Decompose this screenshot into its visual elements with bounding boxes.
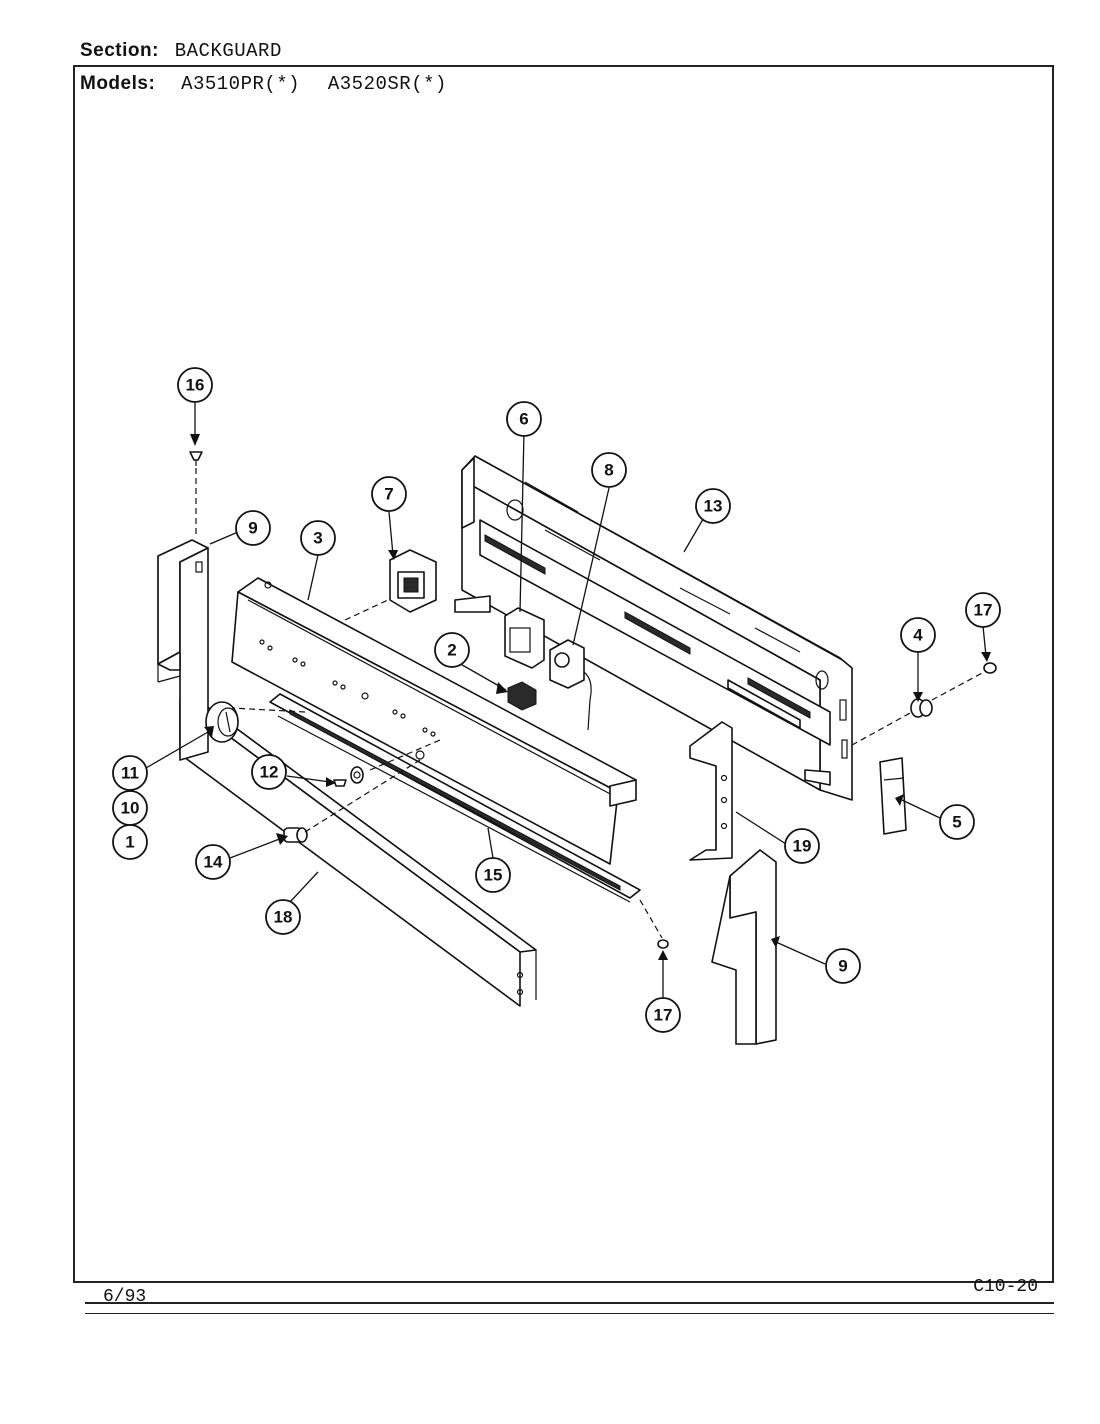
callout-17-top: 17 <box>965 592 1001 628</box>
footer-border <box>85 1313 1054 1314</box>
callout-13: 13 <box>695 488 731 524</box>
callout-9-right-label: 9 <box>838 957 847 976</box>
callout-7: 7 <box>371 476 407 512</box>
callout-15: 15 <box>475 857 511 893</box>
callout-6-label: 6 <box>519 410 528 429</box>
callout-17-top-label: 17 <box>974 601 993 620</box>
callout-1: 1 <box>112 824 148 860</box>
section-label: Section: <box>80 40 159 61</box>
callout-12: 12 <box>251 754 287 790</box>
callout-11-label: 11 <box>121 764 139 783</box>
hardware <box>189 451 997 949</box>
callout-2-label: 2 <box>447 641 456 660</box>
callout-11: 11 <box>112 755 148 791</box>
part-19-bracket <box>689 721 733 861</box>
diagram-frame <box>73 65 1054 1283</box>
callout-1-label: 1 <box>125 833 134 852</box>
callout-4: 4 <box>900 617 936 653</box>
callout-4-label: 4 <box>913 626 923 645</box>
callout-19: 19 <box>784 828 820 864</box>
callout-8-label: 8 <box>604 461 613 480</box>
part-8-module <box>549 639 592 731</box>
callout-9-left-label: 9 <box>248 519 257 538</box>
page-code: C10-20 <box>973 1277 1038 1297</box>
part-6-relay <box>504 607 545 669</box>
callout-12-label: 12 <box>260 763 279 782</box>
section-value: BACKGUARD <box>174 40 282 62</box>
part-15-trim-rail <box>269 693 641 903</box>
section-heading: Section: BACKGUARD <box>80 40 282 62</box>
callout-5-label: 5 <box>952 813 961 832</box>
callout-7-label: 7 <box>384 485 393 504</box>
callout-3-label: 3 <box>313 529 322 548</box>
callout-17-bottom: 17 <box>645 997 681 1033</box>
callout-16: 16 <box>177 367 213 403</box>
callout-9-left: 9 <box>235 510 271 546</box>
part-11-knob <box>205 701 239 743</box>
callout-2: 2 <box>434 632 470 668</box>
callout-8: 8 <box>591 452 627 488</box>
callout-18: 18 <box>265 899 301 935</box>
callout-18-label: 18 <box>274 908 293 927</box>
part-4-socket <box>910 698 933 718</box>
part-2-switch <box>507 681 537 711</box>
model-number-2: A3520SR(*) <box>327 73 447 95</box>
callout-16-label: 16 <box>186 376 205 395</box>
model-number-1: A3510PR(*) <box>181 73 301 95</box>
callout-10-label: 10 <box>121 799 140 818</box>
callout-15-label: 15 <box>484 866 503 885</box>
part-7-switch <box>389 549 437 613</box>
models-label: Models: <box>80 73 156 94</box>
part-13-rear-panel <box>454 455 853 801</box>
callout-19-label: 19 <box>793 837 812 856</box>
assembly-lines <box>195 468 985 939</box>
part-9-right-endcap <box>711 849 777 1045</box>
footer-divider <box>85 1302 1054 1304</box>
callout-6: 6 <box>506 401 542 437</box>
part-9-left-endcap <box>157 539 209 761</box>
part-3-control-panel <box>231 577 637 865</box>
callout-14: 14 <box>195 844 231 880</box>
callout-3: 3 <box>300 520 336 556</box>
callout-13-label: 13 <box>704 497 723 516</box>
callout-5: 5 <box>939 804 975 840</box>
callout-14-label: 14 <box>204 853 223 872</box>
callout-10: 10 <box>112 790 148 826</box>
callout-9-right: 9 <box>825 948 861 984</box>
callout-17-bottom-label: 17 <box>654 1006 673 1025</box>
revision-date: 6/93 <box>103 1287 147 1307</box>
part-5-trim-piece <box>879 757 907 835</box>
models-heading: Models: A3510PR(*) A3520SR(*) <box>80 73 447 95</box>
